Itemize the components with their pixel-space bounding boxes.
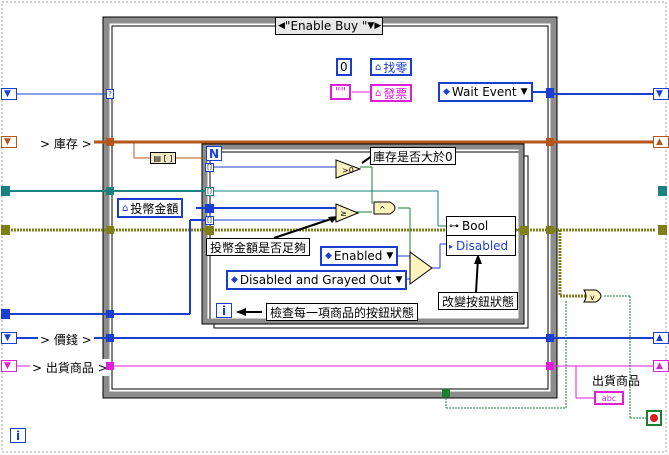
loop-iteration-terminal: i — [216, 303, 232, 318]
arrow-right-icon: ▸ — [449, 241, 454, 251]
stop-terminal[interactable] — [646, 410, 662, 426]
down-arrow-icon: ▼ — [656, 89, 663, 99]
error-tunnel-loop — [205, 226, 214, 235]
dropdown-icon[interactable]: ▼ — [395, 275, 403, 285]
loop-count-terminal[interactable]: N — [206, 146, 222, 161]
price-shift-register-left[interactable] — [1, 332, 17, 344]
ring-icon: ◆ — [443, 87, 450, 97]
svg-text:^: ^ — [379, 205, 386, 214]
dropdown-icon[interactable]: ▼ — [520, 87, 528, 97]
error-tunnel-out — [546, 226, 554, 234]
stock-tunnel-out — [546, 138, 554, 146]
greater-equal-node — [335, 203, 360, 223]
goods-shift-register-left[interactable] — [1, 360, 17, 372]
price-tunnel-out — [546, 334, 554, 342]
coin-enough-comment: 投幣金額是否足夠 — [206, 238, 311, 256]
wait-event-constant[interactable]: ◆ Wait Event ▼ — [438, 82, 533, 102]
select-node — [409, 251, 433, 285]
goods-register-label: > 出貨商品 > — [30, 359, 110, 376]
loop-index-teal: [] — [205, 187, 214, 196]
down-arrow-icon: ▼ — [4, 89, 11, 99]
check-each-comment: 檢查每一項商品的按鈕狀態 — [266, 303, 419, 321]
svg-text:≥: ≥ — [340, 209, 347, 218]
svg-text:v: v — [590, 293, 595, 302]
stock-tunnel-in — [106, 138, 114, 146]
error-tunnel-in — [106, 226, 114, 234]
stop-icon — [650, 414, 658, 422]
svg-text:>0: >0 — [342, 166, 354, 175]
error-tunnel-left — [1, 225, 10, 235]
loop-index-stock: [] — [205, 163, 214, 172]
price-register-label: > 價錢 > — [38, 331, 94, 348]
selector-terminal[interactable]: ? — [106, 89, 114, 99]
up-arrow-icon: ▲ — [656, 361, 663, 371]
case-selector[interactable]: ◀ "Enable Buy " ▼ ▶ — [275, 17, 383, 35]
reference-icon: ⌂ — [375, 87, 382, 99]
empty-string-constant[interactable]: "" — [330, 84, 352, 100]
zero-constant[interactable]: 0 — [336, 58, 352, 76]
teal-tunnel-right — [658, 186, 667, 196]
down-arrow-icon: ▼ — [4, 361, 11, 371]
down-arrow-icon: ▼ — [4, 333, 11, 343]
string-type-icon: abc — [601, 393, 617, 403]
and-node — [373, 201, 396, 215]
goods-tunnel-in — [106, 362, 114, 370]
ring-icon: ◆ — [231, 275, 238, 285]
error-tunnel-loop-out — [520, 226, 529, 235]
invoice-property-node[interactable]: ⌂ 發票 — [370, 84, 413, 102]
stock-register-label: > 庫存 > — [38, 135, 94, 152]
greater-than-zero-node — [335, 159, 362, 179]
up-arrow-icon: ▲ — [656, 137, 663, 147]
next-case-icon[interactable]: ▶ — [374, 21, 382, 31]
prev-case-icon[interactable]: ◀ — [278, 21, 285, 31]
event-data-node-left[interactable] — [1, 88, 17, 100]
outer-iteration-terminal: i — [10, 428, 26, 443]
coin-tunnel-in — [106, 310, 114, 318]
change-state-comment: 改變按鈕狀態 — [438, 292, 519, 310]
coin-amount-property-node[interactable]: ⌂ 投幣金額 — [117, 198, 184, 218]
stock-shift-register-left[interactable] — [1, 136, 17, 148]
string-indicator[interactable]: abc — [594, 391, 624, 405]
stock-greater-zero-comment: 庫存是否大於0 — [370, 147, 456, 165]
case-dropdown-icon[interactable]: ▼ — [367, 21, 375, 31]
down-arrow-icon: ▼ — [4, 137, 11, 147]
coin-tunnel-left — [1, 309, 10, 319]
output-indicator-label: 出貨商品 — [592, 374, 641, 388]
reference-icon: ⌂ — [122, 202, 129, 214]
reference-icon: ⊶ — [449, 220, 459, 232]
reference-icon: ⌂ — [375, 61, 382, 73]
change-property-node[interactable]: ⌂ 找零 — [370, 58, 413, 76]
price-tunnel-in — [106, 334, 114, 342]
or-node — [583, 289, 602, 303]
coin-tunnel-loop — [205, 204, 214, 213]
stop-tunnel-out — [442, 389, 450, 397]
goods-tunnel-out — [546, 362, 554, 370]
index-array-node[interactable]: ▤ [ ] — [150, 152, 176, 164]
event-tunnel-out — [546, 88, 554, 98]
enabled-ring-constant[interactable]: ◆ Enabled ▼ — [320, 246, 399, 266]
up-arrow-icon: ▲ — [656, 333, 663, 343]
case-selector-label: "Enable Buy " — [284, 19, 368, 33]
bool-property-node[interactable]: ⊶ Bool ▸ Disabled — [446, 216, 516, 256]
ring-icon: ◆ — [325, 251, 332, 261]
teal-tunnel-in — [106, 187, 114, 195]
dropdown-icon[interactable]: ▼ — [386, 251, 394, 261]
disabled-grayed-ring-constant[interactable]: ◆ Disabled and Grayed Out ▼ — [226, 270, 408, 290]
error-tunnel-right — [658, 225, 667, 235]
teal-tunnel-left — [1, 186, 10, 196]
loop-index-price: [] — [205, 216, 214, 225]
